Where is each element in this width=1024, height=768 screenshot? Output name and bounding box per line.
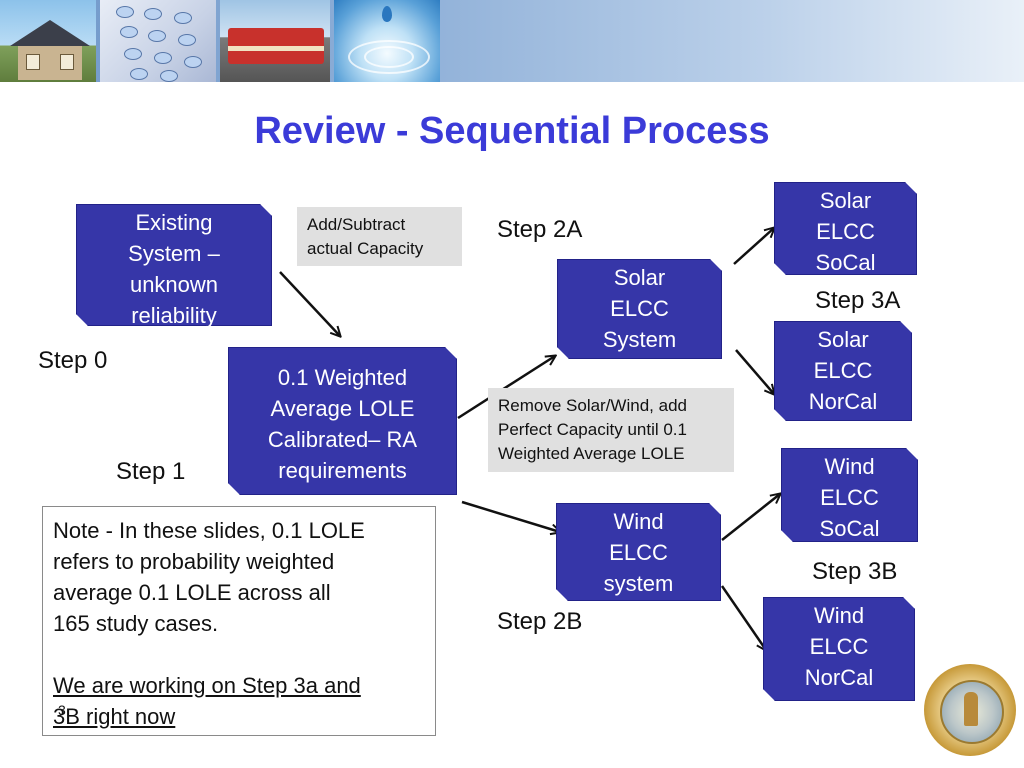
weighted-lole-box: 0.1 Weighted Average LOLE Calibrated– RA… (228, 347, 457, 495)
house-solar-photo (0, 0, 96, 82)
existing-system-box: Existing System – unknown reliability (76, 204, 272, 326)
note-line: average 0.1 LOLE across all (53, 580, 331, 605)
slide-title: Review - Sequential Process (254, 110, 770, 152)
wind-elcc-socal-box: Wind ELCC SoCal (781, 448, 918, 542)
remove-solar-wind-note: Remove Solar/Wind, add Perfect Capacity … (488, 388, 734, 472)
note-box: Note - In these slides, 0.1 LOLE refers … (42, 506, 436, 736)
step-3a-label: Step 3A (815, 287, 901, 314)
slide-number: 3 (58, 702, 66, 718)
arrow-existing-to-lole (279, 271, 340, 336)
step-1-label: Step 1 (116, 458, 186, 485)
arrow-lole-to-wind (461, 500, 560, 532)
note-line: Note - In these slides, 0.1 LOLE (53, 518, 365, 543)
step-2a-label: Step 2A (497, 216, 583, 243)
arrow-solar-to-socal (733, 228, 774, 265)
arrow-solar-to-norcal (735, 349, 774, 394)
california-puc-seal-icon (924, 664, 1016, 756)
note-line: 165 study cases. (53, 611, 219, 636)
train-photo (220, 0, 330, 82)
step-2b-label: Step 2B (497, 608, 583, 635)
solar-elcc-socal-box: Solar ELCC SoCal (774, 182, 917, 275)
add-subtract-note: Add/Subtract actual Capacity (297, 207, 462, 266)
phone-keypad-photo (100, 0, 216, 82)
seal-caption (924, 664, 1016, 756)
step-0-label: Step 0 (38, 347, 108, 374)
note-line: refers to probability weighted (53, 549, 335, 574)
solar-elcc-system-box: Solar ELCC System (557, 259, 722, 359)
working-on-note-link[interactable]: 3B right now (53, 704, 176, 729)
wind-elcc-norcal-box: Wind ELCC NorCal (763, 597, 915, 701)
arrow-wind-to-norcal (720, 585, 766, 650)
solar-elcc-norcal-box: Solar ELCC NorCal (774, 321, 912, 421)
wind-elcc-system-box: Wind ELCC system (556, 503, 721, 601)
arrow-wind-to-socal (721, 494, 780, 541)
water-drop-photo (334, 0, 440, 82)
header-banner (0, 0, 1024, 82)
step-3b-label: Step 3B (812, 558, 898, 585)
working-on-note-link[interactable]: We are working on Step 3a and (53, 673, 361, 698)
